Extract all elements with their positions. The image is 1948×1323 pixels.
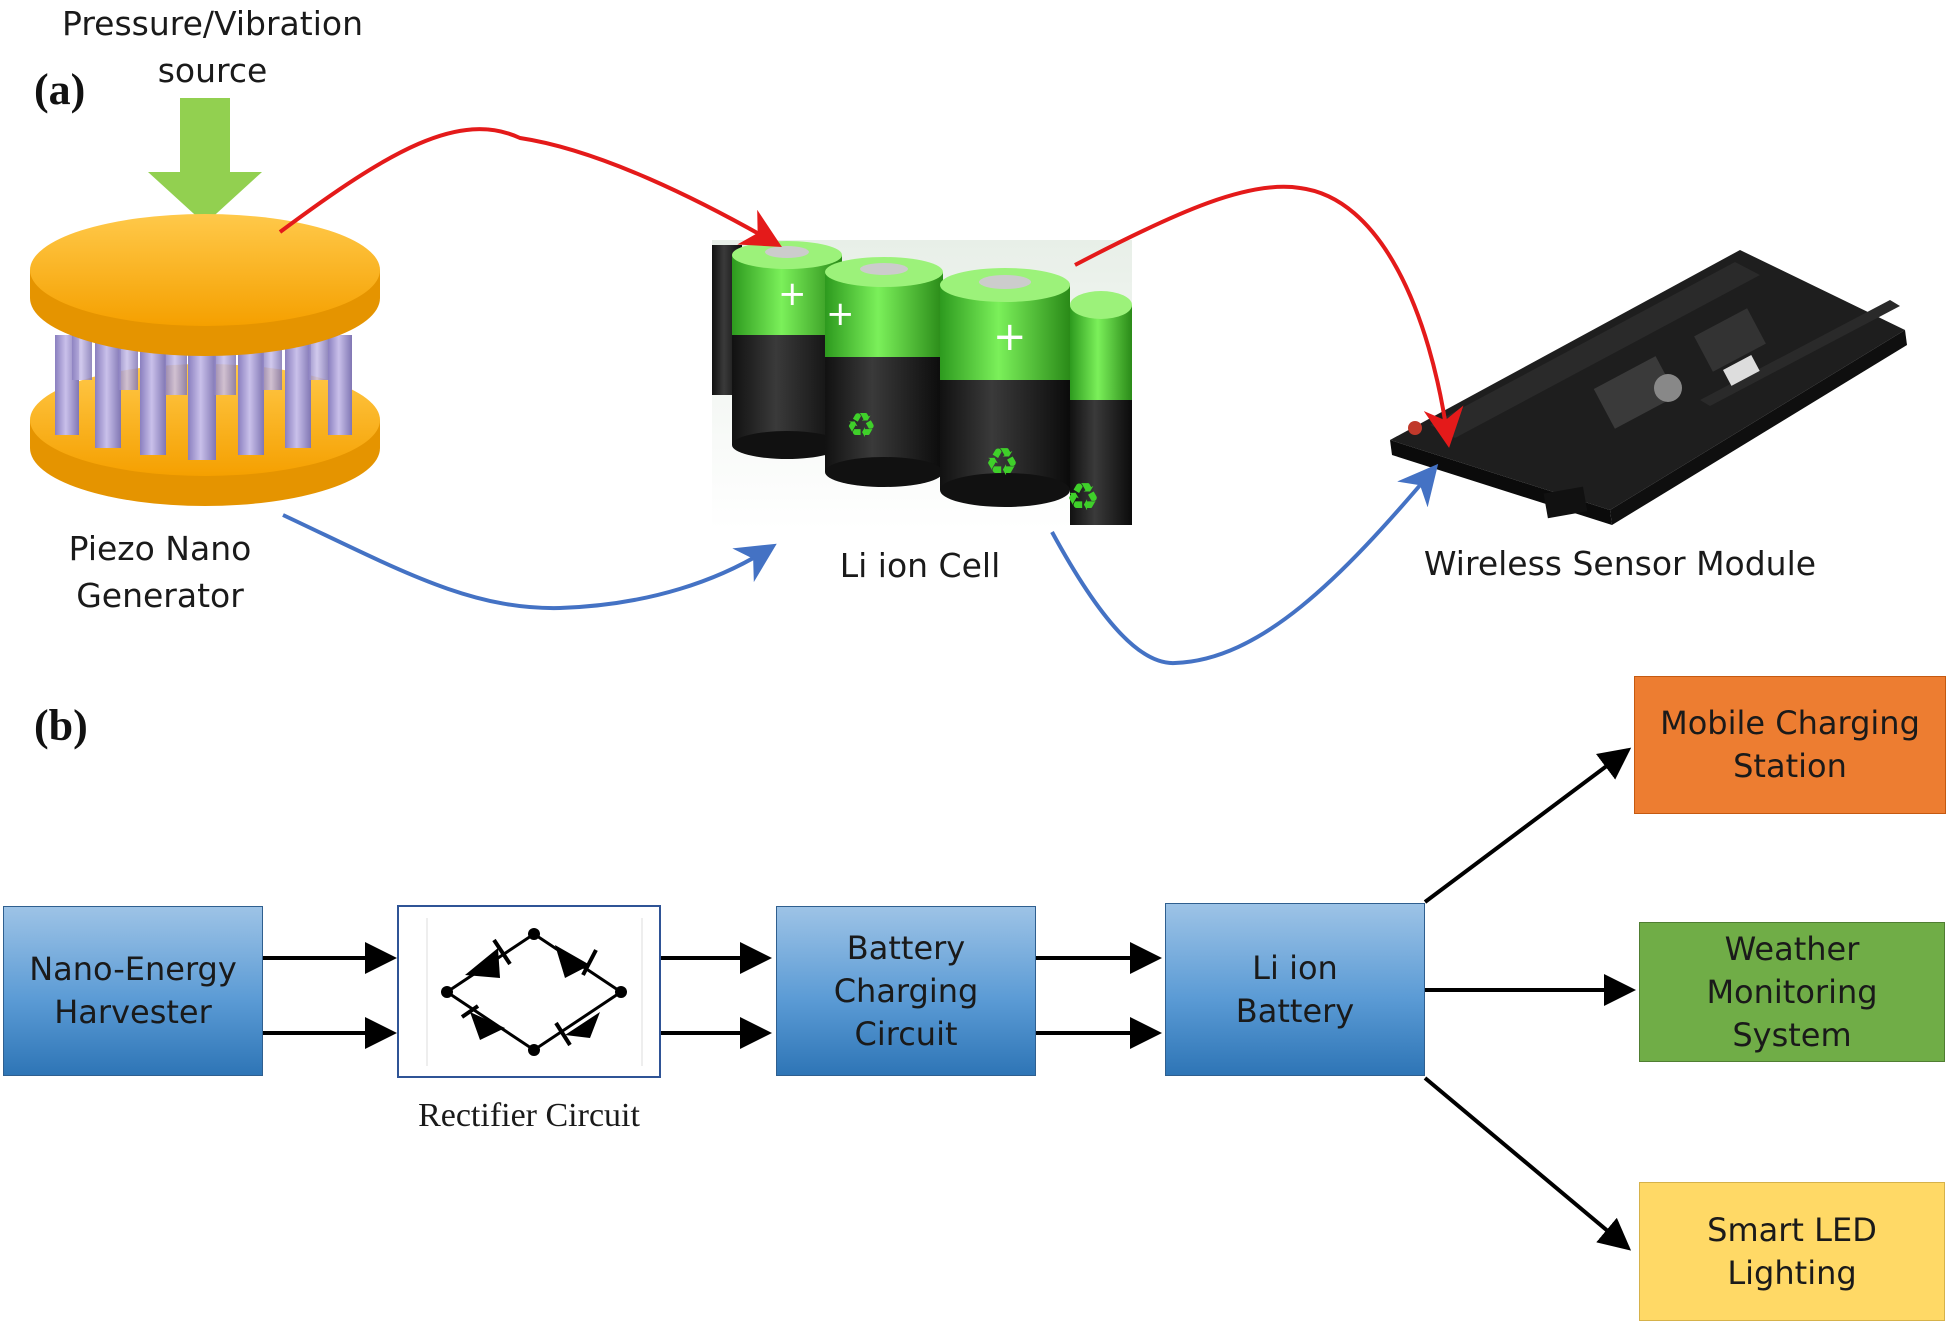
diode-4-icon	[554, 1012, 600, 1047]
li-ion-cells-icon: + + ♻ + ♻ ♻	[712, 240, 1132, 530]
wireless-sensor-board-icon	[1390, 250, 1907, 525]
svg-text:+: +	[778, 274, 807, 314]
rectifier-circuit-caption: Rectifier Circuit	[418, 1097, 640, 1134]
source-label: Pressure/Vibration source	[62, 4, 363, 90]
smart-led-lighting-block: Smart LED Lighting	[1639, 1182, 1945, 1321]
diode-1-icon	[465, 938, 512, 978]
diode-2-icon	[555, 945, 598, 978]
mobile-charging-station-block: Mobile Charging Station	[1634, 676, 1946, 814]
wireless-sensor-module-label: Wireless Sensor Module	[1423, 544, 1817, 583]
source-down-arrow-icon	[148, 98, 262, 224]
panel-label-b: (b)	[34, 701, 88, 750]
li-ion-cell-label: Li ion Cell	[839, 546, 1001, 585]
nano-energy-harvester-block: Nano-Energy Harvester	[3, 906, 263, 1076]
svg-text:♻: ♻	[846, 406, 876, 446]
panel-label-a: (a)	[34, 65, 86, 114]
diode-3-icon	[460, 1004, 505, 1040]
li-ion-battery-block: Li ion Battery	[1165, 903, 1425, 1076]
svg-text:+: +	[826, 294, 855, 334]
rectifier-circuit-diagram	[397, 905, 661, 1078]
piezo-generator-icon	[30, 214, 380, 506]
svg-text:♻: ♻	[1066, 475, 1100, 519]
piezo-generator-label: Piezo Nano Generator	[68, 529, 252, 615]
weather-monitoring-system-block: Weather Monitoring System	[1639, 922, 1945, 1062]
svg-text:♻: ♻	[985, 440, 1019, 484]
battery-charging-circuit-block: Battery Charging Circuit	[776, 906, 1036, 1076]
svg-text:+: +	[993, 314, 1027, 360]
